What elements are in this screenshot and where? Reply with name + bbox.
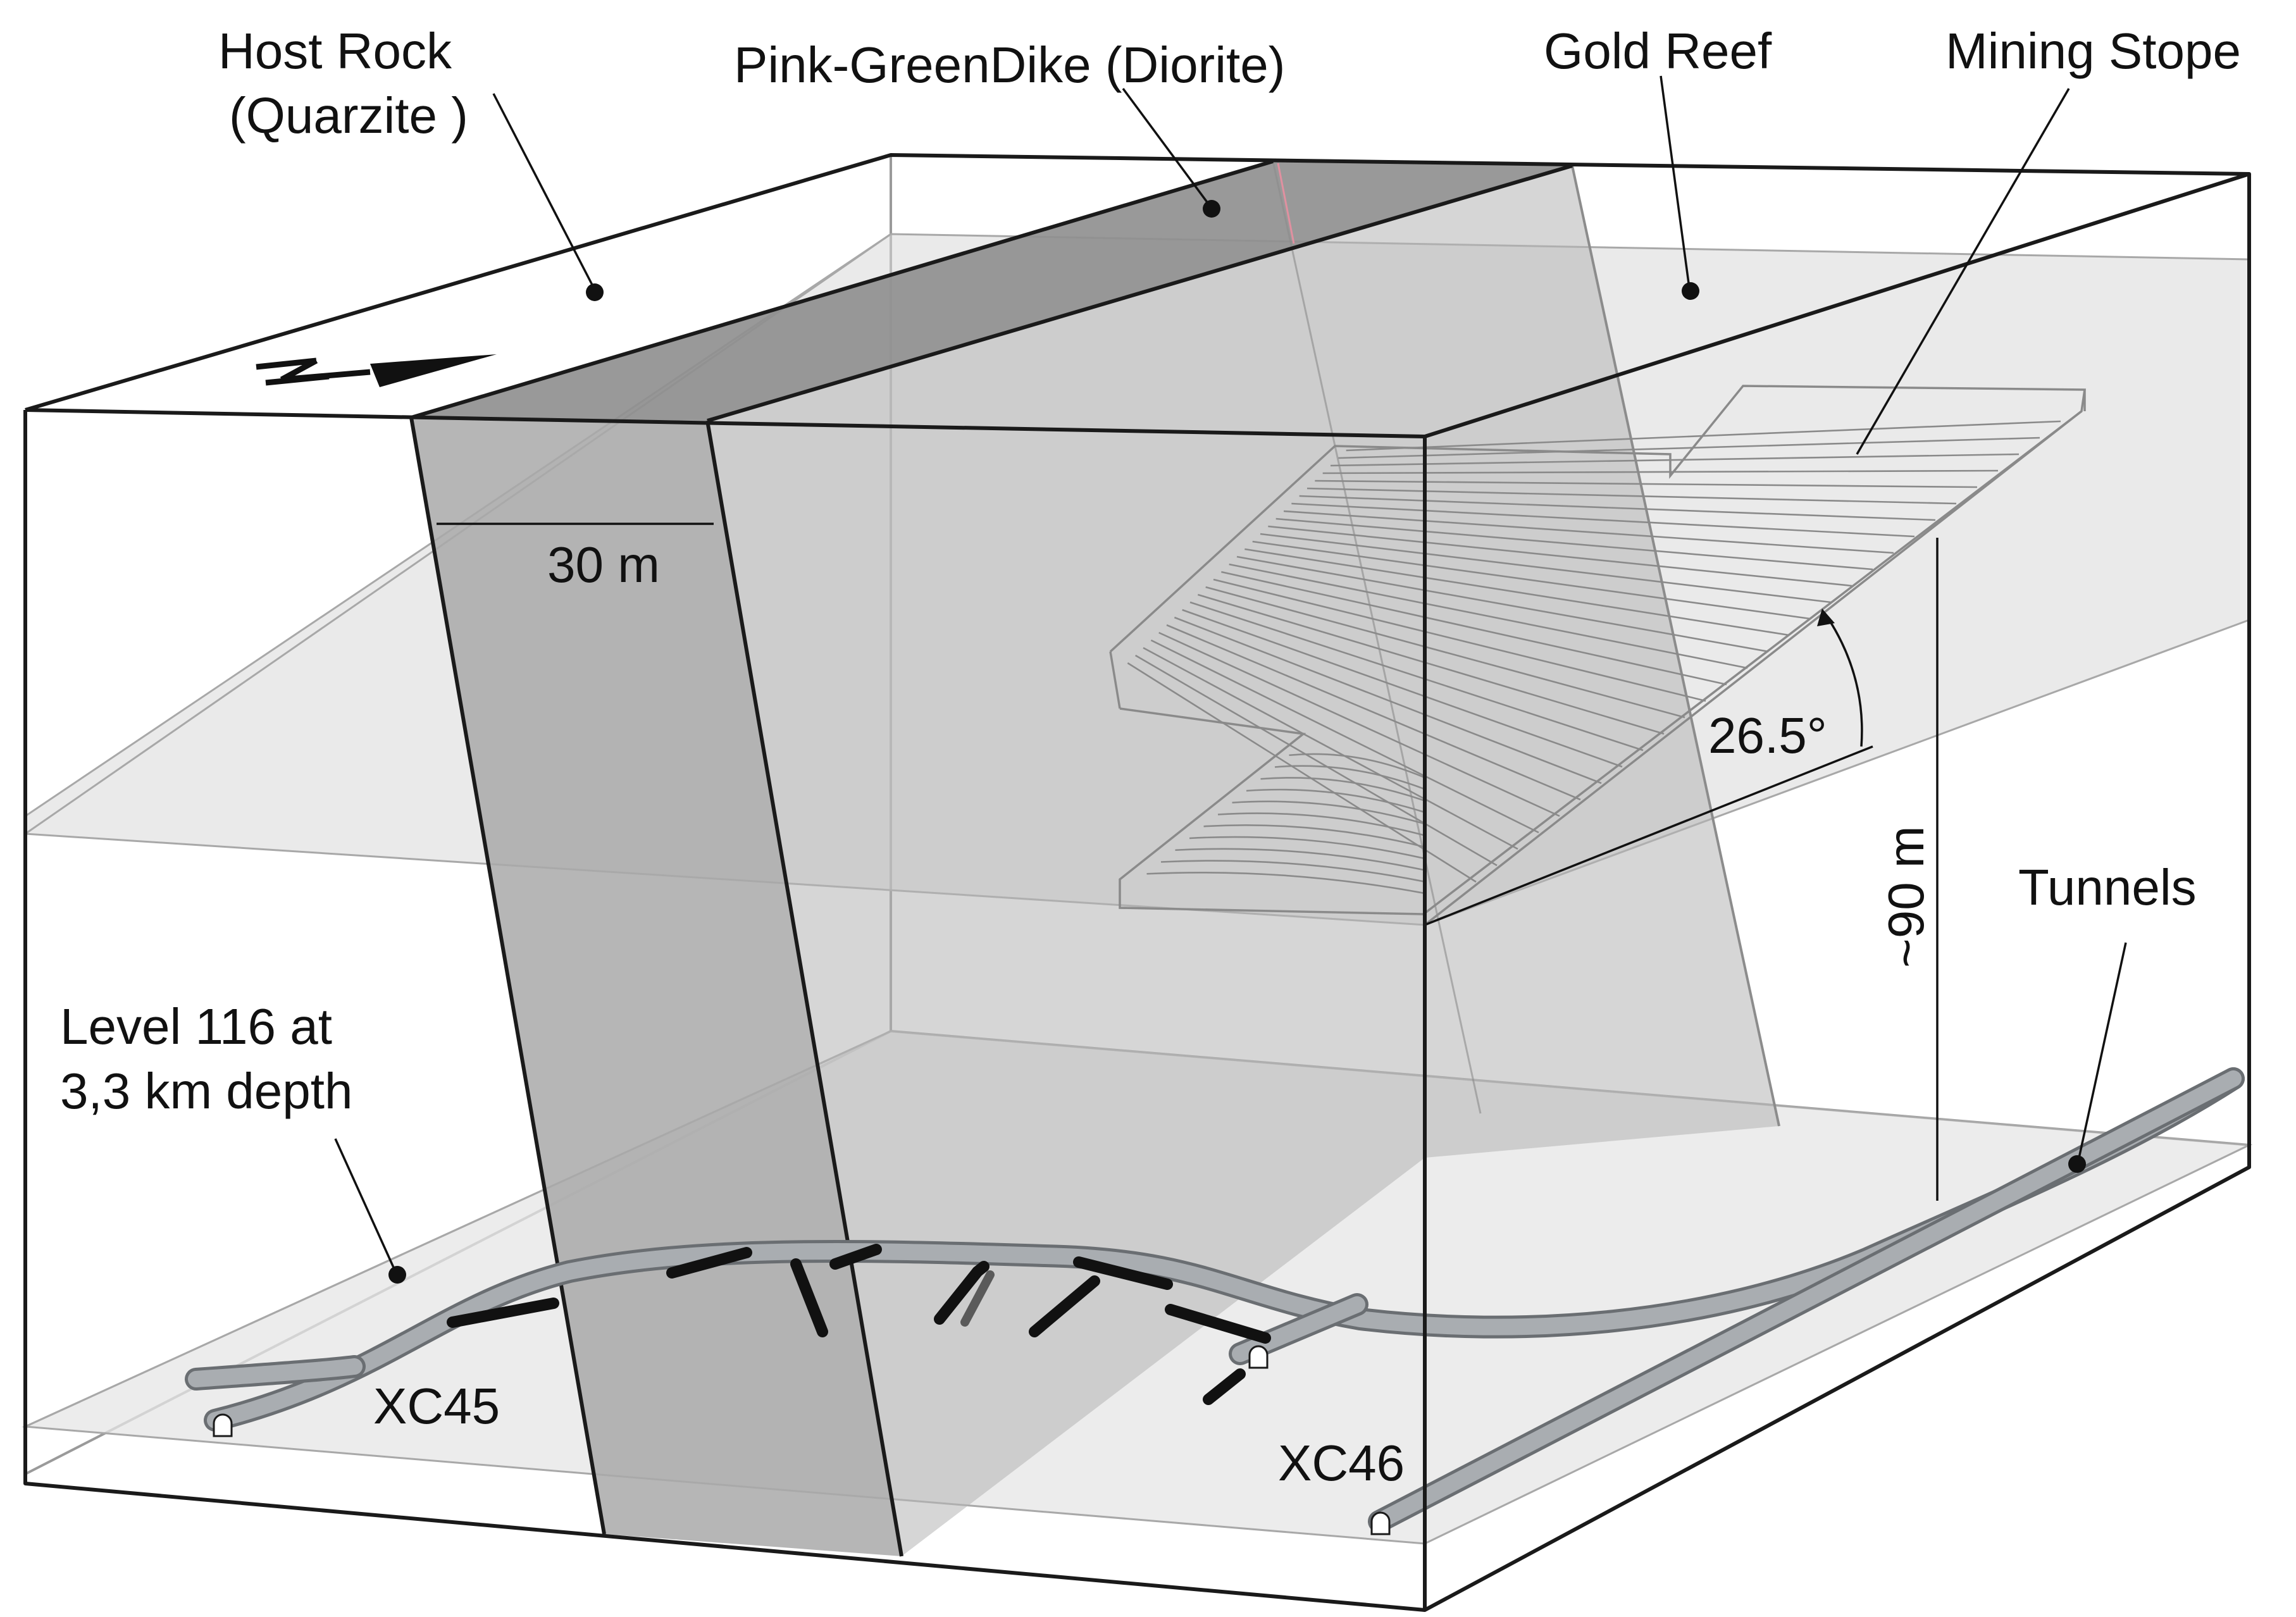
stope-panel-line bbox=[1275, 517, 1873, 571]
height-annotation: ~90 m bbox=[1878, 538, 1939, 1201]
host-rock-marker bbox=[586, 283, 604, 301]
stope-panel-line bbox=[1158, 631, 1560, 817]
stope-panel-line bbox=[1260, 533, 1832, 604]
stope-panel-line bbox=[1146, 871, 1424, 894]
box-front-edges bbox=[23, 153, 2251, 1612]
borehole bbox=[790, 1258, 828, 1337]
xc46-label: XC46 bbox=[1278, 1435, 1405, 1491]
tunnels-label: Tunnels bbox=[2018, 859, 2197, 915]
stope-panel-line bbox=[1291, 502, 1915, 538]
mining-stope: 26.5° bbox=[1109, 385, 2087, 926]
dip-reference-line bbox=[1424, 745, 1873, 926]
borehole bbox=[666, 1247, 752, 1279]
gold-reef-marker bbox=[1682, 282, 1699, 300]
borehole bbox=[1029, 1275, 1100, 1337]
stope-panel-line bbox=[1330, 453, 2020, 467]
stope-panel-line bbox=[1213, 578, 1706, 702]
stope-panel-line bbox=[1236, 555, 1769, 653]
stope-panel-line bbox=[1244, 548, 1790, 636]
dip-angle-arc bbox=[1826, 616, 1863, 747]
stope-panel-line bbox=[1346, 420, 2061, 452]
borehole bbox=[829, 1244, 882, 1270]
stope-panel-line bbox=[1299, 495, 1936, 521]
host-rock-label: Host Rock bbox=[218, 23, 452, 79]
stope-panel-line bbox=[1283, 510, 1894, 554]
dip-angle-label: 26.5° bbox=[1708, 707, 1827, 764]
stope-panel-line bbox=[1217, 812, 1424, 836]
stope-panel-line bbox=[1246, 788, 1424, 813]
leaders bbox=[334, 75, 2127, 1284]
stope-panel-line bbox=[1175, 848, 1424, 871]
dike-marker bbox=[1203, 200, 1220, 218]
stope-panel-line bbox=[1135, 654, 1498, 867]
borehole bbox=[934, 1266, 983, 1325]
depth-label: 3,3 km depth bbox=[60, 1063, 353, 1119]
stope-panel-line bbox=[1143, 647, 1518, 850]
stope-panel-line bbox=[1221, 571, 1727, 686]
stope-panel-line bbox=[1166, 624, 1581, 801]
stope-panel-line bbox=[1306, 487, 1957, 505]
gold-reef-label: Gold Reef bbox=[1544, 23, 1772, 79]
stope-panel-line bbox=[1274, 765, 1424, 790]
dike-top-face bbox=[411, 161, 1572, 421]
tunnel-portal-xc46 bbox=[1248, 1345, 1269, 1369]
level-marker bbox=[388, 1266, 406, 1284]
borehole bbox=[1165, 1304, 1271, 1344]
boreholes bbox=[447, 1244, 1271, 1405]
level-label: Level 116 at bbox=[60, 998, 332, 1055]
stope-panel-line bbox=[1322, 469, 1999, 474]
borehole bbox=[447, 1298, 559, 1328]
stope-panel-line bbox=[1289, 753, 1424, 778]
stope-panel-line bbox=[1150, 639, 1539, 834]
stope-panel-line bbox=[1174, 616, 1602, 784]
stope-panel-line bbox=[1252, 540, 1811, 620]
dip-arrow-head bbox=[1817, 609, 1835, 626]
xc45-label: XC45 bbox=[373, 1378, 500, 1434]
stope-panel-line bbox=[1260, 777, 1424, 802]
host-rock-sublabel: (Quarzite ) bbox=[229, 87, 468, 144]
stope-panel-line bbox=[1338, 437, 2040, 459]
stope-panel-line bbox=[1229, 563, 1748, 669]
borehole bbox=[1073, 1256, 1173, 1290]
stope-panel-line bbox=[1189, 836, 1424, 859]
stope-panel-line bbox=[1205, 586, 1685, 719]
dike-width-label: 30 m bbox=[547, 536, 660, 593]
stope-panel-line bbox=[1232, 800, 1424, 824]
tunnel-network bbox=[185, 1067, 2245, 1535]
stope-panel-line bbox=[1203, 824, 1424, 848]
borehole bbox=[1203, 1368, 1246, 1405]
stope-panel-line bbox=[1197, 593, 1665, 735]
mining-stope-label: Mining Stope bbox=[1945, 23, 2241, 79]
borehole bbox=[972, 1261, 990, 1277]
labels: Host Rock (Quarzite ) Pink-GreenDike (Di… bbox=[60, 23, 2241, 1491]
height-label: ~90 m bbox=[1878, 826, 1934, 968]
stope-panel-lines bbox=[1127, 420, 2061, 894]
stope-panel-line bbox=[1182, 609, 1623, 768]
dike-label: Pink-GreenDike (Diorite) bbox=[734, 37, 1285, 93]
stope-panel-line bbox=[1189, 601, 1644, 752]
tunnel-portal-xc45 bbox=[213, 1413, 233, 1437]
tunnel-portal-main bbox=[1370, 1511, 1391, 1535]
stope-panel-line bbox=[1268, 525, 1852, 587]
stope-panel-line bbox=[1160, 860, 1424, 883]
borehole-grey bbox=[960, 1270, 995, 1327]
tunnels-marker bbox=[2068, 1155, 2086, 1173]
north-arrow-icon bbox=[256, 354, 497, 387]
dike-front-face bbox=[411, 418, 902, 1556]
